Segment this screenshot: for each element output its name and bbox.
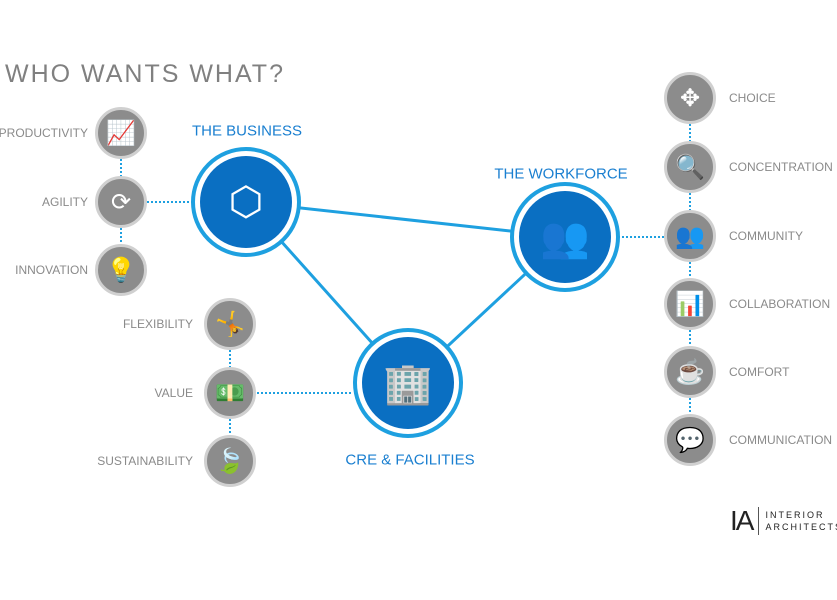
people-group-icon: 👥 [519,191,611,283]
attribute-label-community: COMMUNITY [729,229,803,243]
attribute-circle-sustainability: 🍃 [204,435,256,487]
logo-line2: ARCHITECTS [765,522,837,532]
attribute-label-flexibility: FLEXIBILITY [122,317,193,331]
building-tag-icon: 🏢 [362,337,454,429]
leaf-icon: 🍃 [215,447,245,475]
attribute-circle-flexibility: 🤸 [204,298,256,350]
attribute-label-concentration: CONCENTRATION [729,160,833,174]
cycle-arrows-icon: ⟳ [110,188,132,216]
hub-label-cre: CRE & FACILITIES [345,451,475,469]
attribute-circle-innovation: 💡 [95,244,147,296]
attribute-circle-concentration: 🔍 [664,141,716,193]
attribute-label-value: VALUE [154,386,193,400]
attribute-label-sustainability: SUSTAINABILITY [97,454,193,468]
hub-business: ⬡ [191,147,301,257]
attribute-circle-value: 💵 [204,367,256,419]
attribute-label-productivity: PRODUCTIVITY [0,126,88,140]
logo-mark: IA [730,507,760,535]
attribute-circle-comfort: ☕ [664,346,716,398]
speech-bubbles-icon: 💬 [675,426,705,454]
page-title: WHO WANTS WHAT? [5,60,285,88]
attribute-label-communication: COMMUNICATION [729,433,833,447]
logo-line1: INTERIOR [765,510,825,520]
presentation-icon: 📊 [675,290,705,318]
attribute-circle-communication: 💬 [664,414,716,466]
attribute-label-comfort: COMFORT [729,365,790,379]
cube-tie-icon: ⬡ [200,156,292,248]
coffee-cup-icon: ☕ [675,358,705,386]
attribute-circle-choice: ✥ [664,72,716,124]
people-icon: 👥 [675,222,705,250]
attribute-circle-collaboration: 📊 [664,278,716,330]
magnifier-icon: 🔍 [675,153,705,181]
move-arrows-icon: ✥ [679,84,701,112]
attribute-circle-agility: ⟳ [95,176,147,228]
attribute-label-choice: CHOICE [729,91,776,105]
hub-label-business: THE BUSINESS [191,122,303,140]
hub-workforce: 👥 [510,182,620,292]
attribute-label-collaboration: COLLABORATION [729,297,831,311]
growth-chart-icon: 📈 [106,119,136,147]
interior-architects-logo: IA INTERIOR ARCHITECTS [730,507,837,535]
hub-label-workforce: THE WORKFORCE [494,165,628,183]
attribute-circle-community: 👥 [664,210,716,262]
lightbulb-icon: 💡 [106,256,136,284]
stretching-person-icon: 🤸 [215,310,245,338]
attribute-label-agility: AGILITY [41,195,88,209]
money-stack-icon: 💵 [215,379,245,407]
hub-cre: 🏢 [353,328,463,438]
attribute-circle-productivity: 📈 [95,107,147,159]
attribute-label-innovation: INNOVATION [15,263,88,277]
